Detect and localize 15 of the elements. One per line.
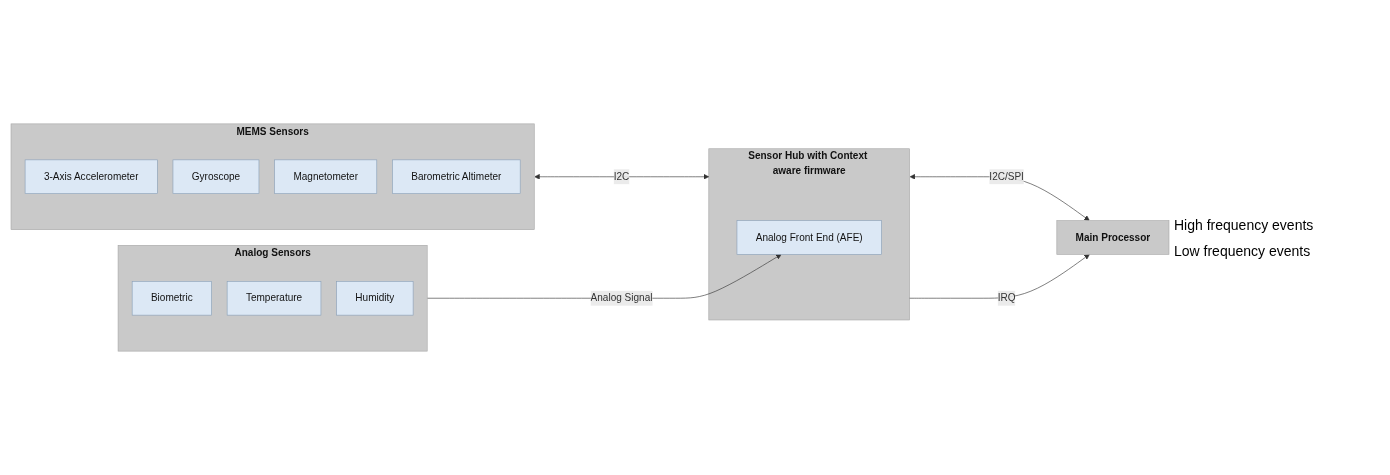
node-box: Gyroscope <box>172 159 260 194</box>
edge-label: Analog Signal <box>590 292 653 304</box>
note-text: High frequency events <box>1174 216 1315 233</box>
node-box: 3-Axis Accelerometer <box>24 159 158 194</box>
node-box: Temperature <box>226 281 322 316</box>
node-box: Main Processor <box>1056 220 1170 255</box>
node-box: Biometric <box>131 281 212 316</box>
node-box: Barometric Altimeter <box>392 159 521 194</box>
edge-label: I2C/SPI <box>989 171 1024 182</box>
note-text: Low frequency events <box>1174 242 1312 259</box>
node-box: Magnetometer <box>274 159 378 194</box>
edge-label: I2C <box>613 171 630 182</box>
edge-label: IRQ <box>997 292 1016 304</box>
node-box: Humidity <box>336 281 414 316</box>
node-box: Analog Front End (AFE) <box>736 220 882 255</box>
